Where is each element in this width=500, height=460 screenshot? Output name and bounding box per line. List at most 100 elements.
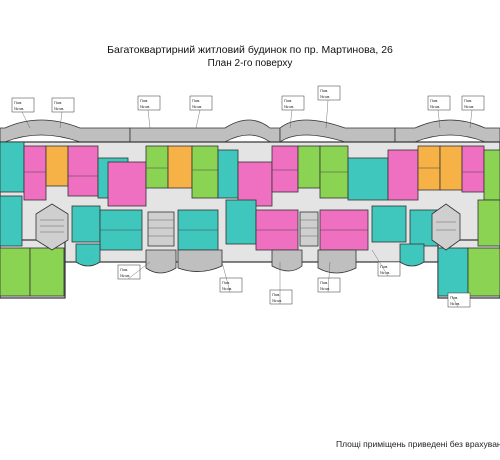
tag-leader-line: [147, 109, 151, 129]
tag-leader-line: [59, 111, 63, 129]
tag-leader-line: [327, 261, 331, 293]
tag-line-apartment: № кв.: [380, 270, 390, 275]
apartment-tag: Пов.№ кв.: [219, 277, 243, 293]
apartment-e12: [437, 247, 469, 297]
apartment-b1: [107, 161, 147, 207]
stair-core-2: [147, 211, 175, 247]
apartment-tag: Пов.№ кв.: [51, 97, 75, 113]
apartment-e4: [71, 205, 101, 243]
tag-line-apartment: № кв.: [464, 104, 474, 109]
tag-leader-line: [289, 109, 293, 129]
top-balcony-band-4: [394, 119, 500, 143]
tag-leader-line: [221, 261, 231, 293]
tag-leader-line: [325, 99, 329, 129]
tag-line-apartment: № кв.: [320, 94, 330, 99]
tag-line-floor: Пов.: [54, 100, 62, 105]
tag-line-apartment: № кв.: [192, 104, 202, 109]
plan-subtitle: План 2-го поверху: [207, 58, 293, 69]
tag-line-floor: Пов.: [320, 280, 328, 285]
tag-line-apartment: № кв.: [284, 104, 294, 109]
top-balcony-band-1: [0, 119, 131, 143]
apartment-tag: Пов.№ кв.: [281, 95, 305, 111]
apartment-tag: Пов.№ кв.: [11, 97, 35, 113]
tag-line-apartment: № кв.: [272, 298, 282, 303]
tag-line-apartment: № кв.: [450, 301, 460, 306]
tag-line-apartment: № кв.: [320, 286, 330, 291]
tag-line-floor: Пов.: [120, 267, 128, 272]
tag-leader-line: [469, 109, 473, 129]
apartment-c1: [237, 161, 273, 207]
apartment-d1: [387, 149, 419, 201]
stair-core-3: [299, 211, 319, 247]
apartment-tag: Пов.№ кв.: [317, 277, 341, 293]
tag-leader-line: [127, 261, 151, 280]
partition-lines: [24, 167, 484, 231]
tag-line-apartment: № кв.: [120, 273, 130, 278]
apartment-d4: [461, 145, 485, 193]
tag-line-floor: Пов.: [272, 292, 280, 297]
apartment-tag: Пов.№ кв.: [189, 95, 213, 111]
apartment-b3: [167, 145, 193, 189]
bottom-balcony-2: [177, 249, 223, 272]
apartment-e1: [0, 195, 23, 247]
apartment-tag: Пов.№ кв.: [461, 95, 485, 111]
tag-leader-line: [195, 109, 201, 129]
apartment-e13: [467, 247, 500, 297]
tag-leader-line: [21, 111, 31, 129]
apartment-tag: Пов.№ кв.: [377, 261, 401, 277]
apartment-d3: [439, 145, 463, 191]
tag-line-floor: Пов.: [140, 98, 148, 103]
apartment-a1: [0, 141, 25, 193]
apartment-e14: [477, 199, 500, 247]
tag-line-floor: Пов.: [284, 98, 292, 103]
tag-leader-line: [451, 295, 459, 308]
tag-line-floor: Пов.: [450, 295, 458, 300]
bottom-balcony-1: [145, 249, 177, 274]
stair-core-4: [431, 203, 461, 251]
tag-leader-line: [371, 249, 389, 277]
apartment-tag: Пов.№ кв.: [269, 289, 293, 305]
tag-line-floor: Пов.: [320, 88, 328, 93]
apartment-e10: [371, 205, 407, 243]
apartment-b5: [217, 149, 239, 199]
tag-line-floor: Пов.: [380, 264, 388, 269]
bottom-bay-left: [75, 243, 101, 267]
apartment-c3: [297, 145, 321, 189]
tag-leader-lines: [21, 99, 473, 308]
apartment-tag: Пов.№ кв.: [317, 85, 341, 101]
apartment-a4: [67, 145, 99, 197]
apartment-b2: [145, 145, 169, 189]
apartment-b4: [191, 145, 219, 199]
apartment-a3: [45, 145, 69, 187]
apartment-e2: [0, 247, 31, 297]
apartment-c2: [271, 145, 299, 193]
apartment-tag: Пов.№ кв.: [117, 264, 141, 280]
bottom-balcony-4: [317, 249, 357, 274]
tag-line-apartment: № кв.: [14, 106, 24, 111]
tag-line-apartment: № кв.: [140, 104, 150, 109]
bottom-balcony-3: [271, 249, 303, 272]
tag-line-floor: Пов.: [464, 98, 472, 103]
apartment-tags: Пов.№ кв.Пов.№ кв.Пов.№ кв.Пов.№ кв.Пов.…: [11, 85, 485, 308]
bottom-bay-right: [399, 243, 425, 267]
tag-line-floor: Пов.: [430, 98, 438, 103]
tag-line-floor: Пов.: [14, 100, 22, 105]
apartment-a2: [23, 145, 47, 201]
tag-line-floor: Пов.: [222, 280, 230, 285]
plan-title: Багатоквартирний житловий будинок по пр.…: [107, 44, 393, 56]
tag-line-apartment: № кв.: [54, 106, 64, 111]
area-footnote: Площі приміщень приведені без врахування: [336, 439, 500, 449]
stair-core-1: [35, 203, 69, 251]
tag-line-apartment: № кв.: [430, 104, 440, 109]
tag-line-floor: Пов.: [192, 98, 200, 103]
tag-leader-line: [437, 109, 441, 129]
apartment-tag: Пов.№ кв.: [137, 95, 161, 111]
apartment-c5: [347, 157, 389, 201]
apartment-e3: [29, 247, 65, 297]
apartment-e7: [225, 199, 257, 245]
apartment-d5: [483, 149, 500, 201]
apartment-tag: Пов.№ кв.: [447, 292, 471, 308]
apartment-tag: Пов.№ кв.: [427, 95, 451, 111]
tag-line-apartment: № кв.: [222, 286, 232, 291]
